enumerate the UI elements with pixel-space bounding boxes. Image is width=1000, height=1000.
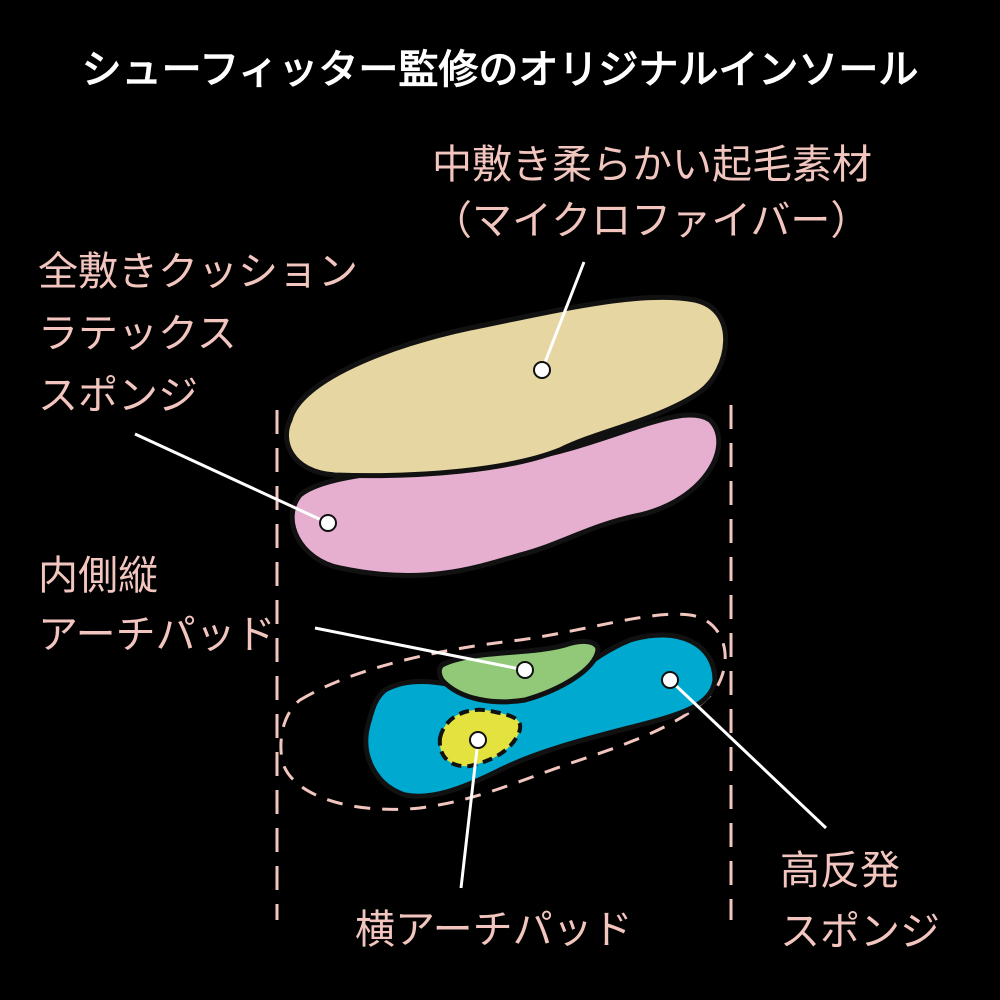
cushion-layer-marker <box>319 514 337 532</box>
top-layer-label-line1: 中敷き柔らかい起毛素材 <box>432 142 872 188</box>
rebound-sponge-leader <box>668 678 828 830</box>
cushion-layer-label-line1: 全敷きクッション <box>38 249 358 295</box>
medial-arch-marker <box>516 661 534 679</box>
transverse-arch-label: 横アーチパッド <box>355 907 633 953</box>
rebound-sponge-marker <box>661 671 679 689</box>
medial-arch-label-line1: 内側縦 <box>38 553 158 599</box>
top-layer-label-line2: （マイクロファイバー） <box>432 198 870 244</box>
cushion-layer-label-line3: スポンジ <box>38 373 198 419</box>
cushion-layer-label-line2: ラテックス <box>38 311 237 357</box>
top-layer-shape <box>284 294 729 479</box>
top-layer-leader <box>540 261 586 371</box>
medial-arch-label-line2: アーチパッド <box>38 612 276 658</box>
transverse-arch-marker <box>469 731 487 749</box>
rebound-sponge-label-line2: スポンジ <box>780 909 940 955</box>
insole-outline-dashed <box>279 612 727 811</box>
top-layer-marker <box>533 361 551 379</box>
rebound-sponge-label-line1: 高反発 <box>780 848 900 894</box>
diagram-title: シューフィッター監修のオリジナルインソール <box>82 47 919 93</box>
medial-arch-leader <box>314 626 526 672</box>
transverse-arch-leader <box>459 739 480 889</box>
cushion-layer-leader <box>134 432 329 525</box>
